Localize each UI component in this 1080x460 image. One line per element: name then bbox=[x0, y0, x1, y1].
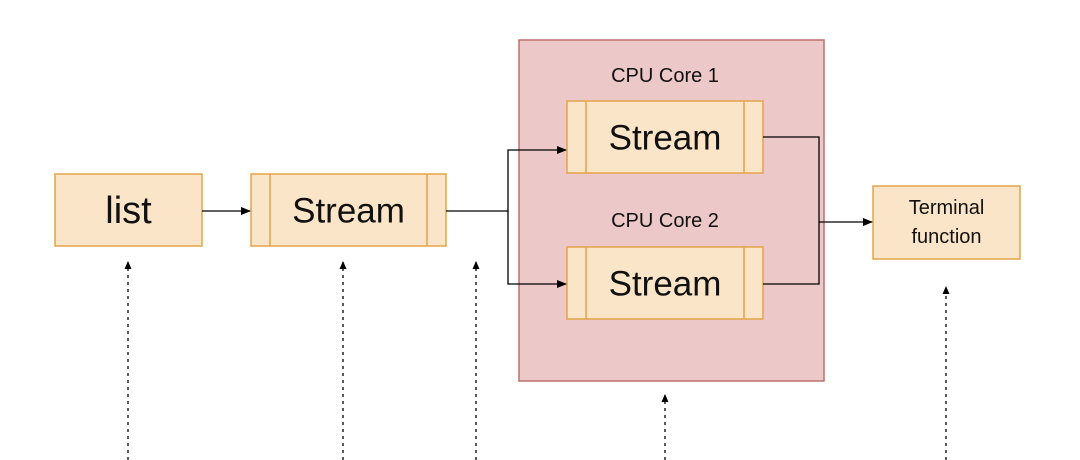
terminal-function-node: Terminal function bbox=[872, 185, 1021, 260]
stream-main-label: Stream bbox=[292, 192, 405, 231]
cpu-core-container bbox=[518, 39, 825, 382]
list-label: list bbox=[105, 190, 152, 232]
cpu-core-1-title: CPU Core 1 bbox=[611, 65, 719, 87]
edge-stream-to-core-1 bbox=[446, 146, 567, 212]
edge-stream-to-core-2 bbox=[507, 211, 567, 288]
list-node: list bbox=[54, 173, 203, 247]
stream-node-core-1: Stream bbox=[566, 100, 764, 174]
stream-core-1-label: Stream bbox=[609, 119, 722, 158]
terminal-label-line-1: Terminal bbox=[909, 197, 985, 219]
terminal-label-line-2: function bbox=[911, 226, 981, 248]
cpu-core-2-title: CPU Core 2 bbox=[611, 210, 719, 232]
stream-core-2-label: Stream bbox=[609, 265, 722, 304]
stream-node-main: Stream bbox=[250, 173, 447, 247]
edge-cores-merge bbox=[763, 136, 820, 285]
stream-node-core-2: Stream bbox=[566, 246, 764, 320]
